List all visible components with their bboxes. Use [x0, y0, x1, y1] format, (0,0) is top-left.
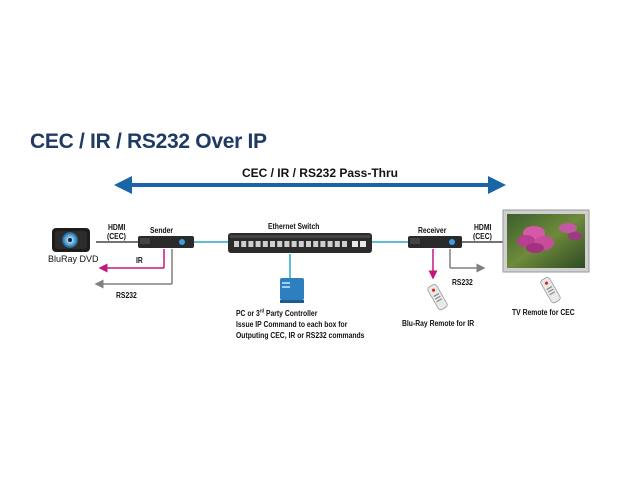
- controller-label-line2: Issue IP Command to each box for: [236, 320, 348, 329]
- switch-port: [284, 241, 290, 247]
- switch-port: [327, 241, 333, 247]
- receiver-label: Receiver: [418, 226, 447, 235]
- switch-port: [262, 241, 268, 247]
- tv-remote-label: TV Remote for CEC: [512, 308, 575, 317]
- switch-port: [313, 241, 319, 247]
- pass-thru-label: CEC / IR / RS232 Pass-Thru: [241, 166, 399, 180]
- controller-line1-sup: rd: [259, 308, 265, 315]
- receiver-device-icon: [408, 236, 462, 248]
- rs232-left-arrow: [94, 249, 173, 289]
- controller-label-line3: Outputing CEC, IR or RS232 commands: [236, 331, 365, 340]
- controller-line1-suffix: Party Controller: [264, 309, 318, 318]
- switch-ports: [234, 241, 366, 247]
- switch-port: [320, 241, 326, 247]
- switch-port: [306, 241, 311, 247]
- switch-port: [298, 241, 304, 247]
- switch-port: [277, 241, 283, 247]
- hdmi-cec-right-label-line2: (CEC): [473, 232, 492, 241]
- switch-uplink-port: [352, 241, 358, 247]
- page-title: CEC / IR / RS232 Over IP: [30, 130, 267, 153]
- ir-left-arrow: [98, 249, 165, 273]
- pass-thru-arrow: [114, 176, 506, 194]
- hdmi-cec-left-label-line2: (CEC): [107, 232, 126, 241]
- switch-port: [248, 241, 254, 247]
- sender-label: Sender: [150, 226, 174, 235]
- rs232-right-label: RS232: [452, 278, 473, 287]
- switch-port: [234, 241, 239, 247]
- blu-ray-remote-label: Blu-Ray Remote for IR: [402, 319, 475, 328]
- tv-icon: [502, 209, 590, 273]
- controller-label-line1: PC or 3rd Party Controller: [236, 309, 317, 319]
- switch-port: [241, 241, 247, 247]
- rs232-left-label: RS232: [116, 291, 137, 300]
- ethernet-switch-label: Ethernet Switch: [268, 222, 320, 231]
- rs232-right-arrow: [449, 249, 486, 273]
- sender-device-icon: [138, 236, 194, 248]
- switch-port: [334, 241, 340, 247]
- bluray-dvd-label: BluRay DVD: [48, 254, 99, 264]
- tv-remote-icon: [540, 277, 561, 304]
- blu-ray-remote-icon: [427, 284, 448, 311]
- switch-port: [270, 241, 275, 247]
- ir-left-label: IR: [136, 256, 143, 265]
- bluray-dvd-icon: [52, 228, 90, 252]
- switch-port: [342, 241, 347, 247]
- switch-port: [291, 241, 297, 247]
- hdmi-cec-left-label-line1: HDMI: [108, 223, 126, 232]
- switch-uplink-port: [360, 241, 366, 247]
- switch-port: [255, 241, 261, 247]
- hdmi-cec-right-label-line1: HDMI: [474, 223, 492, 232]
- controller-pc-icon: [280, 278, 304, 303]
- controller-line1-prefix: PC or 3: [236, 309, 260, 318]
- ethernet-links: [194, 241, 408, 278]
